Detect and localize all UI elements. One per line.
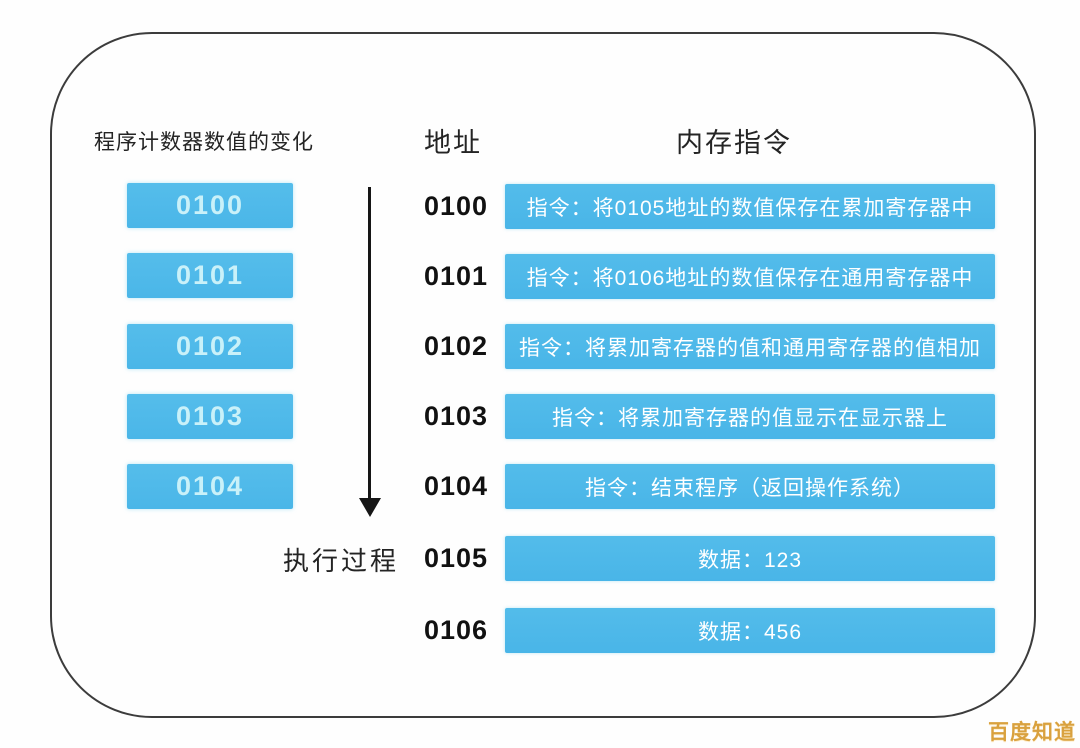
program-counter-column-header: 程序计数器数值的变化 — [94, 131, 314, 154]
memory-address: 0101 — [424, 261, 489, 291]
pc-value-box: 0101 — [127, 253, 293, 298]
memory-address: 0100 — [424, 191, 489, 221]
memory-instruction-column-header: 内存指令 — [676, 128, 792, 158]
memory-address: 0103 — [424, 401, 489, 431]
memory-row: 0102 指令：将累加寄存器的值和通用寄存器的值相加 — [424, 324, 995, 369]
memory-row: 0104 指令：结束程序（返回操作系统） — [424, 464, 995, 509]
memory-content-box: 指令：将0106地址的数值保存在通用寄存器中 — [505, 254, 995, 299]
pc-value-box: 0100 — [127, 183, 293, 228]
memory-address: 0104 — [424, 471, 489, 501]
memory-row: 0100 指令：将0105地址的数值保存在累加寄存器中 — [424, 184, 995, 229]
baidu-zhidao-watermark: 百度知道 — [988, 721, 1076, 744]
memory-address: 0106 — [424, 615, 489, 645]
memory-address: 0105 — [424, 543, 489, 573]
address-column-header: 地址 — [424, 128, 482, 158]
memory-content-box: 指令：将0105地址的数值保存在累加寄存器中 — [505, 184, 995, 229]
memory-address: 0102 — [424, 331, 489, 361]
memory-content-box: 指令：将累加寄存器的值显示在显示器上 — [505, 394, 995, 439]
execution-process-label: 执行过程 — [283, 546, 400, 576]
pc-value-box: 0102 — [127, 324, 293, 369]
memory-content-box: 指令：将累加寄存器的值和通用寄存器的值相加 — [505, 324, 995, 369]
memory-content-box: 指令：结束程序（返回操作系统） — [505, 464, 995, 509]
rounded-frame — [50, 32, 1036, 718]
memory-row: 0103 指令：将累加寄存器的值显示在显示器上 — [424, 394, 995, 439]
pc-value-box: 0104 — [127, 464, 293, 509]
execution-arrow-line — [368, 187, 371, 499]
memory-row: 0101 指令：将0106地址的数值保存在通用寄存器中 — [424, 254, 995, 299]
execution-arrow-down-icon — [359, 498, 381, 517]
memory-content-box: 数据：123 — [505, 536, 995, 581]
memory-row: 0105 数据：123 — [424, 536, 995, 581]
pc-value-box: 0103 — [127, 394, 293, 439]
memory-content-box: 数据：456 — [505, 608, 995, 653]
memory-row: 0106 数据：456 — [424, 608, 995, 653]
